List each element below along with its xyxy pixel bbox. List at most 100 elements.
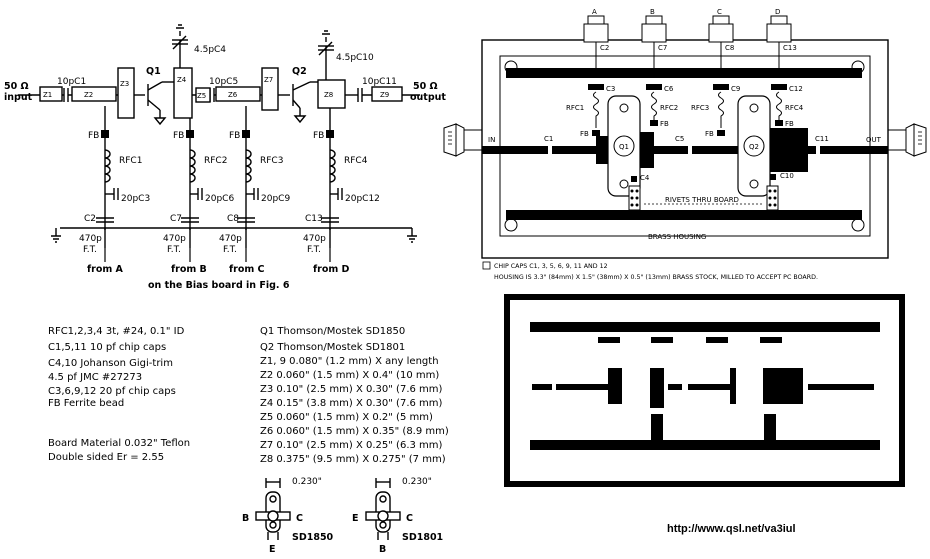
housing-c3-label: C3 xyxy=(606,85,615,93)
housing-c6-label: C6 xyxy=(664,85,674,93)
housing-rfc2-label: RFC2 xyxy=(660,104,678,112)
sd1850-width: 0.230" xyxy=(292,477,322,487)
housing-c12-label: C12 xyxy=(789,85,803,93)
z4-label: Z4 xyxy=(177,76,187,84)
housing-note-dimensions: HOUSING IS 3.3" (84mm) X 1.5" (38mm) X 0… xyxy=(494,274,818,281)
board-material: Board Material 0.032" Teflon xyxy=(48,438,190,449)
part-line-2: C1,5,11 10 pf chip caps xyxy=(48,342,166,353)
fb4-label: FB xyxy=(313,131,324,141)
fb2-label: FB xyxy=(173,131,184,141)
z1-label: Z1 xyxy=(43,91,52,99)
housing-in-label: IN xyxy=(488,136,495,144)
part-line-5: C3,6,9,12 20 pf chip caps xyxy=(48,386,176,397)
port-a-label: A xyxy=(592,8,597,16)
sd1801-pin-bottom: B xyxy=(379,544,386,555)
sd1850-name: SD1850 xyxy=(292,532,334,543)
housing-rfc3-label: RFC3 xyxy=(691,104,709,112)
q1-part: Q1 Thomson/Mostek SD1850 xyxy=(260,326,405,337)
brass-housing-label: BRASS HOUSING xyxy=(648,233,706,241)
port-d-label: D xyxy=(775,8,780,16)
q2-label: Q2 xyxy=(292,66,307,77)
ft2-label: F.T. xyxy=(167,245,181,255)
housing-c4-label: C4 xyxy=(640,174,650,182)
z8-label: Z8 xyxy=(324,91,333,99)
housing-c10-label: C10 xyxy=(780,172,794,180)
rfc4-label: RFC4 xyxy=(344,156,368,166)
c12-label: 20pC12 xyxy=(345,194,380,204)
from-c-label: from C xyxy=(229,264,265,275)
sd1801-pin-left: E xyxy=(352,513,359,524)
rivets-label: RIVETS THRU BOARD xyxy=(665,196,739,204)
bias-board-note: on the Bias board in Fig. 6 xyxy=(148,280,290,291)
ft1-label: F.T. xyxy=(83,245,97,255)
parts-list: RFC1,2,3,4 3t, #24, 0.1" ID C1,5,11 10 p… xyxy=(48,326,449,465)
z3-part: Z3 0.10" (2.5 mm) X 0.30" (7.6 mm) xyxy=(260,384,443,395)
sd1850-pin-right: C xyxy=(296,513,303,524)
ft3-value: 470p xyxy=(219,234,242,244)
housing-rfc1-label: RFC1 xyxy=(566,104,584,112)
housing-fb4-label: FB xyxy=(785,120,794,128)
rfc2-label: RFC2 xyxy=(204,156,227,166)
fb1-label: FB xyxy=(88,131,99,141)
z6-part: Z6 0.060" (1.5 mm) X 0.35" (8.9 mm) xyxy=(260,426,449,437)
input-label: input xyxy=(4,92,33,103)
from-b-label: from B xyxy=(171,264,207,275)
z8-part: Z8 0.375" (9.5 mm) X 0.275" (7 mm) xyxy=(260,454,446,465)
output-impedance-label: 50 Ω xyxy=(413,81,438,92)
from-d-label: from D xyxy=(313,264,350,275)
c5-label: 10pC5 xyxy=(209,77,238,87)
rfc3-label: RFC3 xyxy=(260,156,283,166)
c2-label: C2 xyxy=(84,214,96,224)
housing-fb2-label: FB xyxy=(660,120,669,128)
housing-c9-label: C9 xyxy=(731,85,740,93)
ft1-value: 470p xyxy=(79,234,102,244)
housing-rfc4-label: RFC4 xyxy=(785,104,804,112)
housing-note-chip-caps: CHIP CAPS C1, 3, 5, 6, 9, 11 AND 12 xyxy=(494,263,608,270)
housing-c5-label: C5 xyxy=(675,135,684,143)
z7-label: Z7 xyxy=(264,76,273,84)
source-url[interactable]: http://www.qsl.net/va3iul xyxy=(667,523,796,535)
c7-label: C7 xyxy=(170,214,182,224)
port-b-label: B xyxy=(650,8,655,16)
port-c-label: C xyxy=(717,8,722,16)
part-line-6: FB Ferrite bead xyxy=(48,398,124,409)
fb3-label: FB xyxy=(229,131,240,141)
c4-label: 4.5pC4 xyxy=(194,45,226,55)
z7-part: Z7 0.10" (2.5 mm) X 0.25" (6.3 mm) xyxy=(260,440,443,451)
amplifier-schematic: 50 Ω input 50 Ω output Q1 Q2 10pC1 4.5pC… xyxy=(4,24,446,291)
housing-fb1-label: FB xyxy=(580,130,589,138)
housing-c1-label: C1 xyxy=(544,135,553,143)
c9-label: 20pC9 xyxy=(261,194,290,204)
housing-q1-label: Q1 xyxy=(619,143,629,151)
output-label: output xyxy=(410,92,446,103)
part-line-3: C4,10 Johanson Gigi-trim xyxy=(48,358,173,369)
z4-part: Z4 0.15" (3.8 mm) X 0.30" (7.6 mm) xyxy=(260,398,443,409)
z5-part: Z5 0.060" (1.5 mm) X 0.2" (5 mm) xyxy=(260,412,433,423)
c3-label: 20pC3 xyxy=(121,194,150,204)
c6-label: 20pC6 xyxy=(205,194,234,204)
c1-label: 10pC1 xyxy=(57,77,86,87)
pcb-pattern xyxy=(504,294,905,487)
housing-c2-label: C2 xyxy=(600,44,609,52)
sd1801-pin-right: C xyxy=(406,513,413,524)
part-line-1: RFC1,2,3,4 3t, #24, 0.1" ID xyxy=(48,326,185,337)
ft4-label: F.T. xyxy=(307,245,321,255)
housing-layout: A B C D C2 C7 C8 C13 C3 C6 C9 C12 RFC1 R… xyxy=(443,8,927,281)
z2-part: Z2 0.060" (1.5 mm) X 0.4" (10 mm) xyxy=(260,370,439,381)
rfc1-label: RFC1 xyxy=(119,156,142,166)
transistor-packages: 0.230" 0.230" B C E SD1850 E C B SD1801 xyxy=(242,477,443,555)
board-dielectric: Double sided Er = 2.55 xyxy=(48,452,164,463)
housing-c8-label: C8 xyxy=(725,44,734,52)
from-a-label: from A xyxy=(87,264,124,275)
part-line-4: 4.5 pf JMC #27273 xyxy=(48,372,142,383)
c10-label: 4.5pC10 xyxy=(336,53,374,63)
ft2-value: 470p xyxy=(163,234,186,244)
c8-label: C8 xyxy=(227,214,239,224)
housing-q2-label: Q2 xyxy=(749,143,759,151)
q1-label: Q1 xyxy=(146,66,161,77)
sd1801-width: 0.230" xyxy=(402,477,432,487)
sd1850-pin-left: B xyxy=(242,513,249,524)
ft4-value: 470p xyxy=(303,234,326,244)
ft3-label: F.T. xyxy=(223,245,237,255)
